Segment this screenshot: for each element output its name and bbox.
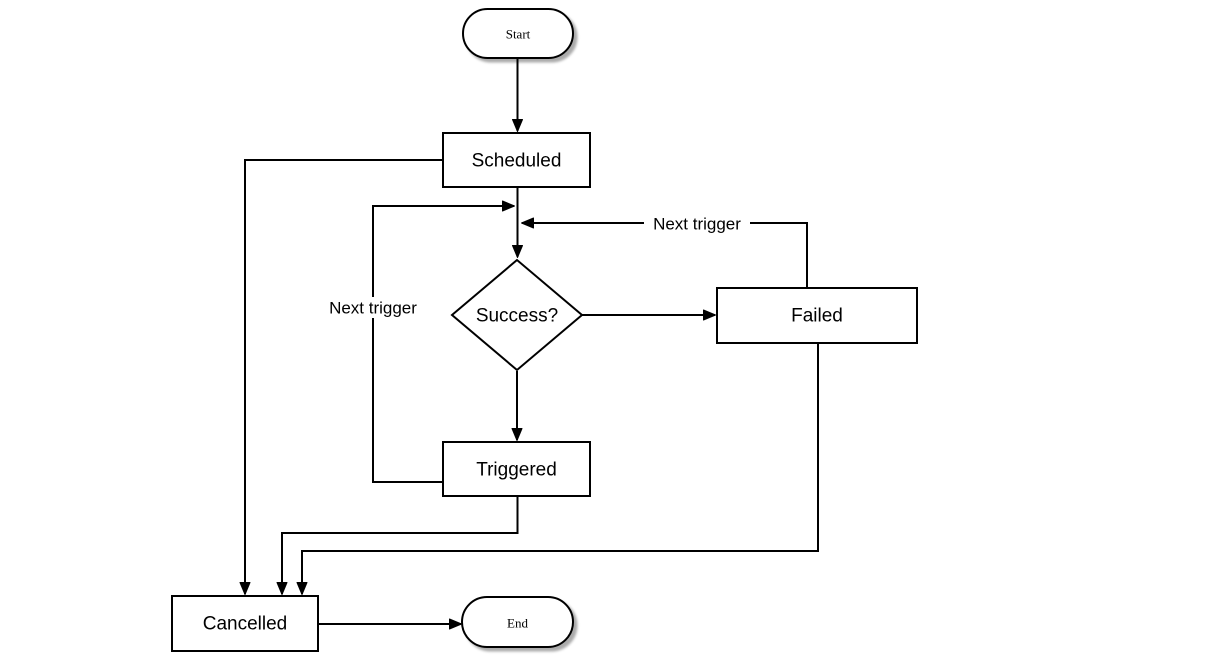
node-start-label: Start: [506, 27, 531, 42]
edge-label-next-trigger-right: Next trigger: [644, 213, 750, 234]
edge-label-bg: [644, 213, 750, 234]
node-failed: Failed: [716, 287, 918, 344]
node-end: End: [461, 596, 574, 648]
node-success-label: Success?: [476, 306, 558, 327]
edge-scheduled-to-cancelled: [239, 159, 443, 595]
edge-triggered-to-cancelled: [276, 496, 519, 595]
cancelled-rect-shape: [171, 595, 319, 652]
failed-rect-shape: [716, 287, 918, 344]
edge-failed-to-success: [521, 217, 808, 288]
scheduled-rect-shape: [442, 132, 591, 188]
triggered-rect-shape: [442, 441, 591, 497]
node-cancelled-label: Cancelled: [203, 614, 288, 635]
node-start: Start: [462, 8, 574, 59]
node-failed-label: Failed: [791, 306, 843, 327]
start-stadium-shape: [462, 8, 574, 59]
node-success: Success?: [450, 258, 584, 372]
node-end-label: End: [507, 616, 528, 631]
end-stadium-shape: [461, 596, 574, 648]
edge-failed-to-cancelled: [296, 343, 819, 595]
edge-label-next-trigger-left: Next trigger: [320, 297, 426, 318]
edge-label-text: Next trigger: [329, 299, 417, 318]
node-cancelled: Cancelled: [171, 595, 319, 652]
edge-label-bg: [320, 297, 426, 318]
edge-triggered-to-success: [372, 200, 515, 483]
node-triggered-label: Triggered: [476, 460, 557, 481]
edge-label-text: Next trigger: [653, 215, 741, 234]
node-scheduled-label: Scheduled: [472, 151, 562, 172]
node-scheduled: Scheduled: [442, 132, 591, 188]
success-diamond-shape: [450, 258, 584, 372]
node-triggered: Triggered: [442, 441, 591, 497]
